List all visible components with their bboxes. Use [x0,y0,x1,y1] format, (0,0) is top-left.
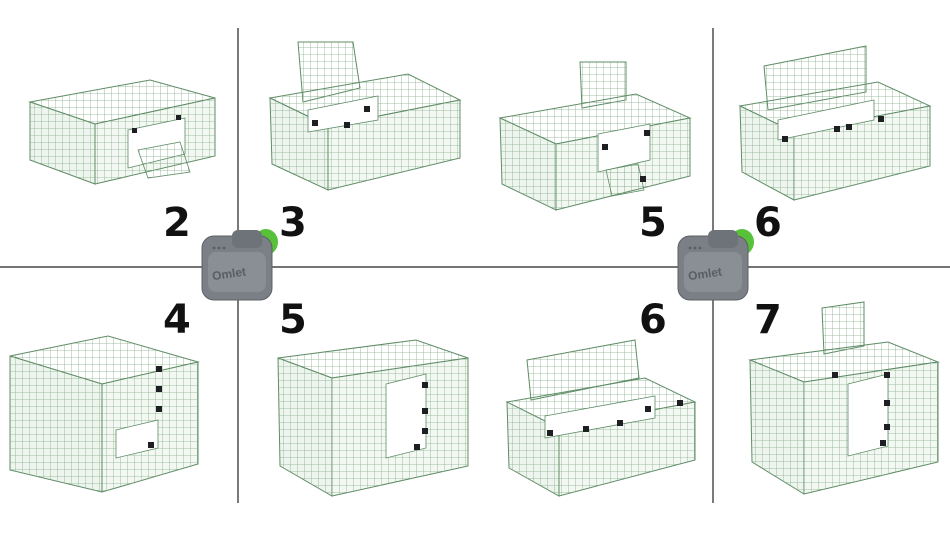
step-label-top-center-right: 5 [639,200,667,246]
coop-mesh-run-icon [748,301,940,495]
coop-mesh-run-icon [505,339,697,497]
step-label-bottom-right: 7 [754,297,782,343]
coop-mesh-run-icon [277,339,469,497]
run-panel-2 [268,40,463,192]
step-label-top-center-left: 3 [279,200,307,246]
step-label-bottom-center-left: 5 [279,297,307,343]
coop-mesh-run-icon [9,335,200,493]
coop-mesh-run-icon [738,45,932,201]
step-label-bottom-left: 4 [163,297,191,343]
device-brand: Omlet [687,265,723,284]
coop-mesh-run-icon [268,41,462,191]
coop-mesh-run-icon [28,79,216,185]
device-brand: Omlet [211,265,247,284]
run-panel-5 [8,322,203,494]
run-panel-3 [498,60,693,211]
step-label-top-right: 6 [754,200,782,246]
run-panel-6 [276,338,471,498]
omlet-autodoor-device-icon: Omlet [677,229,754,301]
step-label-top-left: 2 [163,200,191,246]
autodoor-device-left: Omlet [198,226,278,306]
run-panel-8 [748,300,940,496]
run-panel-1 [20,72,225,187]
run-panel-7 [505,338,697,498]
step-label-bottom-center-right: 6 [639,297,667,343]
autodoor-device-right: Omlet [674,226,754,306]
run-panel-4 [738,40,933,202]
coop-mesh-run-icon [498,61,692,211]
omlet-autodoor-device-icon: Omlet [201,229,278,301]
